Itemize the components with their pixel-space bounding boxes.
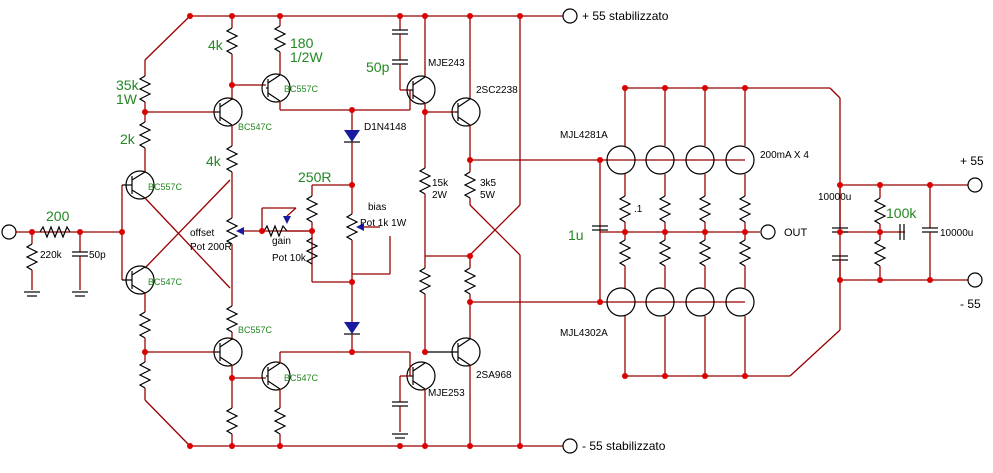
r-in-label: 200 xyxy=(46,208,70,224)
resistor-4k-top xyxy=(225,27,239,55)
out-label: OUT xyxy=(784,227,808,239)
r-15k-label: 15k xyxy=(432,178,449,189)
bias-value-label: Pot 1k 1W xyxy=(360,218,407,229)
transistor-bc547-top xyxy=(213,97,243,127)
r-2k-label: 2k xyxy=(120,131,136,147)
lower-input-pair xyxy=(213,296,291,446)
resistor-180 xyxy=(273,25,287,53)
r-4k-mid-label: 4k xyxy=(206,153,222,169)
r-35k-power-label: 1W xyxy=(116,91,138,107)
c-10000-right-label: 10000u xyxy=(940,228,973,239)
r-35k-label: 35k xyxy=(116,77,140,93)
neg-supply-label: - 55 xyxy=(960,297,981,311)
resistor-2k xyxy=(138,121,152,149)
c-1u-label: 1u xyxy=(568,227,584,243)
r-in-shunt-label: 220k xyxy=(40,250,63,261)
pos-stab-label: + 55 stabilizzato xyxy=(582,9,669,23)
labels: + 55 stabilizzato - 55 stabilizzato + 55… xyxy=(40,9,984,453)
input-series-resistor xyxy=(39,225,71,239)
transistor-bc557-bottom xyxy=(213,337,243,367)
q-bc557-bottom-label: BC557C xyxy=(238,325,273,335)
input-terminal[interactable] xyxy=(1,224,17,240)
output-terminal[interactable] xyxy=(760,224,776,240)
r-point1-label: .1 xyxy=(634,204,643,215)
output-count-label: 200mA X 4 xyxy=(760,150,809,161)
left-current-sources xyxy=(122,60,231,400)
r-3k5-power-label: 5W xyxy=(480,190,496,201)
gain-resistor xyxy=(305,237,319,265)
c-10000-left-label: 10000u xyxy=(818,192,851,203)
q-mjl4281-label: MJL4281A xyxy=(560,130,608,141)
resistor-4k-mid xyxy=(225,145,239,173)
pos-supply-label: + 55 xyxy=(960,154,984,168)
q-bc557-left-label: BC557C xyxy=(148,182,183,192)
resistor-bias-lower-b xyxy=(138,361,152,389)
r-4k-top-label: 4k xyxy=(208,37,224,53)
resistor-15k xyxy=(418,167,432,195)
input-stage xyxy=(1,185,123,297)
input-shunt-resistor xyxy=(25,243,39,271)
transistor-bc557-top xyxy=(261,73,291,103)
c-50p-vas-label: 50p xyxy=(366,59,390,75)
resistor-3k5 xyxy=(463,171,477,199)
junctions xyxy=(29,13,933,449)
resistor-lower-driver-b xyxy=(463,267,477,295)
bias-pot[interactable] xyxy=(345,213,359,241)
q-mje253-label: MJE253 xyxy=(428,388,465,399)
gain-label: gain xyxy=(272,236,291,247)
r-15k-power-label: 2W xyxy=(432,190,448,201)
q-mje243-label: MJE243 xyxy=(428,58,465,69)
q-mjl4302-label: MJL4302A xyxy=(560,328,608,339)
diode-label: D1N4148 xyxy=(364,122,407,133)
neg-stab-terminal[interactable] xyxy=(562,438,578,454)
driver-stage xyxy=(392,16,600,446)
bias-label: bias xyxy=(368,202,386,213)
resistor-250r xyxy=(305,195,319,223)
c-in-label: 50p xyxy=(89,250,106,261)
neg-supply-terminal[interactable] xyxy=(967,272,983,288)
r-3k5-label: 3k5 xyxy=(480,178,497,189)
resistor-bias-lower-a xyxy=(138,311,152,339)
q-2sa968-label: 2SA968 xyxy=(476,370,512,381)
offset-value-label: Pot 200R xyxy=(190,242,232,253)
r-250-label: 250R xyxy=(298,169,331,185)
q-2sc2238-label: 2SC2238 xyxy=(476,85,518,96)
q-bc547-bottom-label: BC547C xyxy=(284,373,319,383)
q-bc557-top-label: BC557C xyxy=(284,84,319,94)
q-bc547-left-label: BC547C xyxy=(148,277,183,287)
resistor-lower-4k xyxy=(225,305,239,333)
offset-label: offset xyxy=(190,228,214,239)
transistor-2sc2238 xyxy=(451,97,481,127)
pos-supply-terminal[interactable] xyxy=(967,177,983,193)
supply-filter xyxy=(832,177,983,288)
diode-lower xyxy=(344,322,360,334)
pos-stab-terminal[interactable] xyxy=(562,8,578,24)
trimmer-network xyxy=(225,110,410,353)
resistor-lower-driver-a xyxy=(418,267,432,295)
transistor-mje243 xyxy=(406,75,436,105)
resistor-35k xyxy=(138,75,152,103)
upper-input-pair xyxy=(213,16,410,218)
lower-output-devices xyxy=(600,239,755,376)
q-bc547-top-label: BC547C xyxy=(238,122,273,132)
r-100k-label: 100k xyxy=(886,205,917,221)
r-180-label: 180 xyxy=(290,35,314,51)
gain-pot[interactable] xyxy=(263,224,288,238)
offset-pot[interactable] xyxy=(225,217,239,245)
resistor-lower-emitter xyxy=(225,407,239,435)
gain-value-label: Pot 10k xyxy=(272,253,307,264)
upper-output-devices xyxy=(600,88,755,223)
transistor-bc547-bottom xyxy=(261,361,291,391)
diode-d1n4148 xyxy=(344,130,360,142)
neg-stab-label: - 55 stabilizzato xyxy=(582,439,666,453)
supply-rails xyxy=(144,15,563,447)
resistor-lower-180 xyxy=(273,407,287,435)
r-180-power-label: 1/2W xyxy=(290,49,323,65)
